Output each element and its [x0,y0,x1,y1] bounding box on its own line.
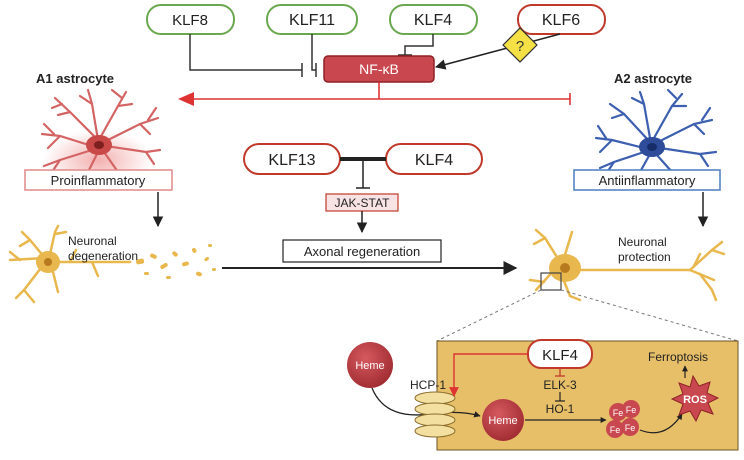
red-arrowhead [178,92,194,106]
middle-connector [340,157,386,189]
klf11-label: KLF11 [289,12,335,29]
klf4-inhibits-elk3 [555,368,565,377]
fe-label-4: Fe [625,423,636,433]
nfkb-box: NF-κB [323,55,435,83]
a2-astrocyte-icon [594,88,718,176]
klf4-middle-label: KLF4 [415,152,453,169]
klf6-activation-arrow [434,33,561,70]
klf6-box: KLF6 [517,4,606,35]
a1-title: A1 astrocyte [36,71,114,86]
protected-neuron-icon [528,228,726,302]
ho1-label: HO-1 [546,402,575,416]
klf8-label: KLF8 [172,12,208,29]
klf11-inhibit-line [311,34,317,77]
klf4-middle-box: KLF4 [385,143,483,175]
nfkb-label: NF-κB [359,61,399,77]
jak-stat-label: JAK-STAT [335,196,391,210]
hcp1-transporter-icon [414,391,456,438]
protection-label-2: protection [618,250,671,264]
a2-label: Antiinflammatory [599,173,696,188]
elk3-label: ELK-3 [543,378,577,392]
fe-label-1: Fe [613,408,624,418]
axonal-regeneration-box: Axonal regeneration [282,239,442,263]
klf4-to-hcp1-arrow [449,353,528,397]
protection-label-1: Neuronal [618,235,667,249]
a1-label: Proinflammatory [51,173,146,188]
heme-outside-circle: Heme [347,342,393,388]
klf6-label: KLF6 [542,12,580,29]
hcp1-label: HCP-1 [410,378,446,392]
axonal-regeneration-label: Axonal regeneration [304,244,420,259]
ferroptosis-label: Ferroptosis [648,350,708,364]
red-connector [190,82,571,105]
zoom-lines [436,289,739,342]
heme-inside-circle: Heme [482,399,524,441]
klf4-inhibit-line [398,34,434,56]
klf8-box: KLF8 [146,4,235,35]
klf4-top-box: KLF4 [389,4,478,35]
a1-label-box: Proinflammatory [24,169,173,191]
klf13-label: KLF13 [268,152,315,169]
question-mark: ? [516,38,524,55]
fe-cluster-icon: Fe Fe Fe Fe [606,400,640,438]
a2-label-box: Antiinflammatory [573,169,721,191]
fe-label-3: Fe [610,425,621,435]
a2-title: A2 astrocyte [614,71,692,86]
fe-label-2: Fe [626,405,637,415]
degeneration-label-1: Neuronal [68,234,117,248]
heme-inside-label: Heme [488,415,517,427]
klf4-inset-label: KLF4 [542,347,578,364]
heme-outside-label: Heme [355,360,384,372]
ros-label: ROS [683,394,707,406]
degenerating-neuron-icon [8,224,216,304]
klf4-inset-box: KLF4 [527,339,593,369]
klf8-inhibit-line [189,34,303,77]
fe-to-ros-arrow [639,413,683,434]
degeneration-label-2: degeneration [68,249,138,263]
klf4-top-label: KLF4 [414,12,452,29]
jak-stat-box: JAK-STAT [325,193,399,212]
elk3-inhibits-ho1 [555,392,565,402]
klf13-box: KLF13 [243,143,341,175]
ros-burst-icon: ROS [670,374,720,423]
klf11-box: KLF11 [266,4,358,35]
question-diamond: ? [502,27,538,63]
